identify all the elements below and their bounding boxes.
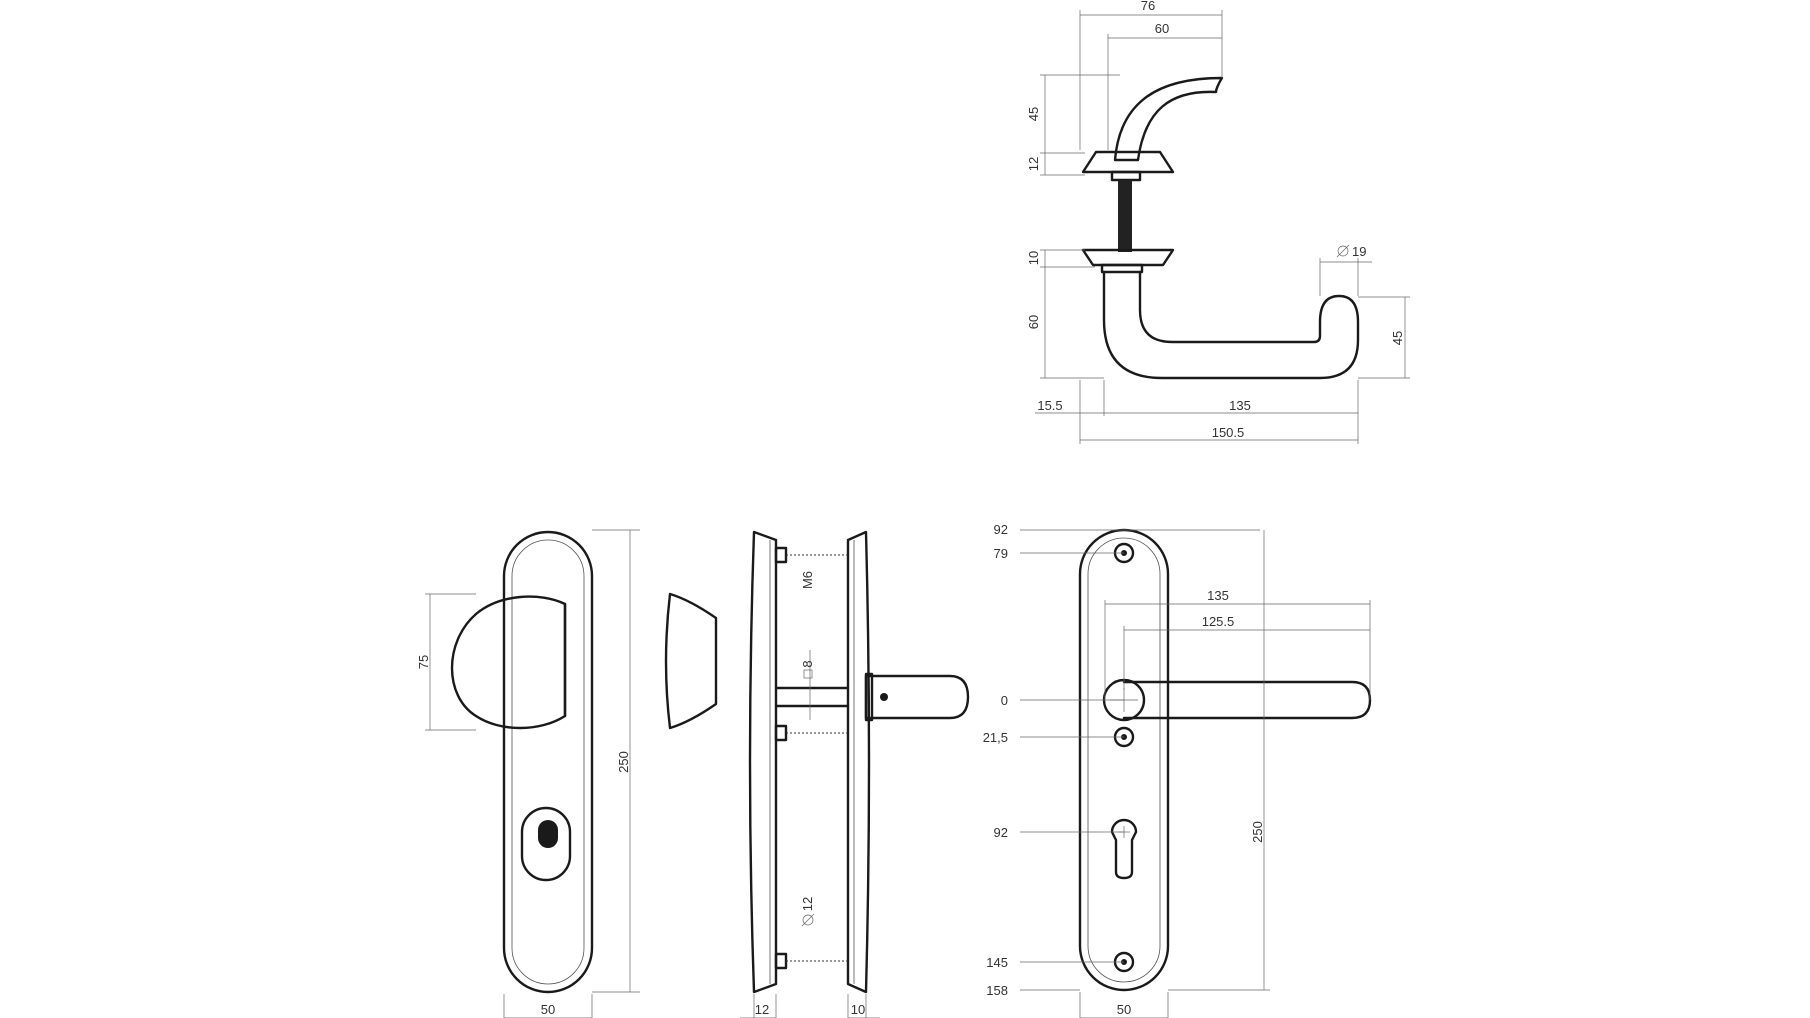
dim-135: 135 xyxy=(1229,398,1251,413)
dim-12-side: 12 xyxy=(755,1002,769,1017)
upper-rose xyxy=(1081,150,1175,174)
label-m6: M6 xyxy=(800,571,815,589)
dim-158: 158 xyxy=(986,983,1008,998)
lever-backplate xyxy=(1078,528,1170,992)
dim-145: 145 xyxy=(986,955,1008,970)
grub-screw xyxy=(880,693,888,701)
lever-view: 92 79 0 21,5 92 145 158 135 125.5 250 50 xyxy=(983,522,1372,1018)
dim-125-5: 125.5 xyxy=(1202,614,1235,629)
dim-10-side: 10 xyxy=(851,1002,865,1017)
dim-15-5: 15.5 xyxy=(1037,398,1062,413)
lower-rose xyxy=(1081,248,1175,267)
dim-dia-19: 19 xyxy=(1336,244,1366,259)
dim-50-front: 50 xyxy=(1117,1002,1131,1017)
bolt-bottom xyxy=(774,952,848,970)
dim-92: 92 xyxy=(994,825,1008,840)
label-sq8-value: 8 xyxy=(800,660,815,667)
bolt-top xyxy=(774,546,848,564)
knob xyxy=(450,595,567,730)
knob-cylinder-key xyxy=(538,820,558,848)
lower-lever xyxy=(1102,270,1360,380)
knob-cylinder-hole xyxy=(520,806,572,882)
dim-92-top: 92 xyxy=(994,522,1008,537)
upper-neck xyxy=(1110,170,1142,182)
euro-cylinder-hole xyxy=(1110,818,1138,880)
dim-76: 76 xyxy=(1141,0,1155,13)
dim-dia-19-label: 19 xyxy=(1352,244,1366,259)
label-square-8: 8 xyxy=(800,660,815,679)
dim-0: 0 xyxy=(1001,693,1008,708)
label-dia-12: 12 xyxy=(800,897,815,927)
dim-60-left: 60 xyxy=(1026,315,1041,329)
upper-lever xyxy=(1113,76,1224,162)
knob-view: 75 250 50 xyxy=(416,529,640,1018)
knob-backplate xyxy=(502,530,594,994)
top-view: 76 60 45 12 10 60 19 45 15.5 135 150.5 xyxy=(1026,0,1410,444)
lower-neck xyxy=(1100,263,1144,274)
side-view: M6 8 12 12 10 xyxy=(664,530,970,1018)
knob-profile xyxy=(664,592,718,730)
dim-45-right: 45 xyxy=(1390,331,1405,345)
dim-21-5: 21,5 xyxy=(983,730,1008,745)
dim-135-front: 135 xyxy=(1207,588,1229,603)
front-plate xyxy=(748,530,778,994)
rear-plate xyxy=(846,530,871,994)
dim-250: 250 xyxy=(616,751,631,773)
dim-60-top: 60 xyxy=(1155,21,1169,36)
label-dia12-value: 12 xyxy=(800,897,815,911)
dim-79: 79 xyxy=(994,546,1008,561)
knob-backplate-inner xyxy=(511,539,585,985)
lever-side-profile xyxy=(864,674,970,720)
dim-250-front: 250 xyxy=(1250,821,1265,843)
dim-10: 10 xyxy=(1026,251,1041,265)
lever-handle xyxy=(1122,680,1372,720)
dim-75: 75 xyxy=(416,655,431,669)
dim-45-left: 45 xyxy=(1026,107,1041,121)
bolt-middle xyxy=(774,724,848,742)
dim-150-5: 150.5 xyxy=(1212,425,1245,440)
dim-50: 50 xyxy=(541,1002,555,1017)
lever-backplate-inner xyxy=(1087,537,1161,983)
spindle xyxy=(1118,180,1132,252)
dim-12: 12 xyxy=(1026,157,1041,171)
